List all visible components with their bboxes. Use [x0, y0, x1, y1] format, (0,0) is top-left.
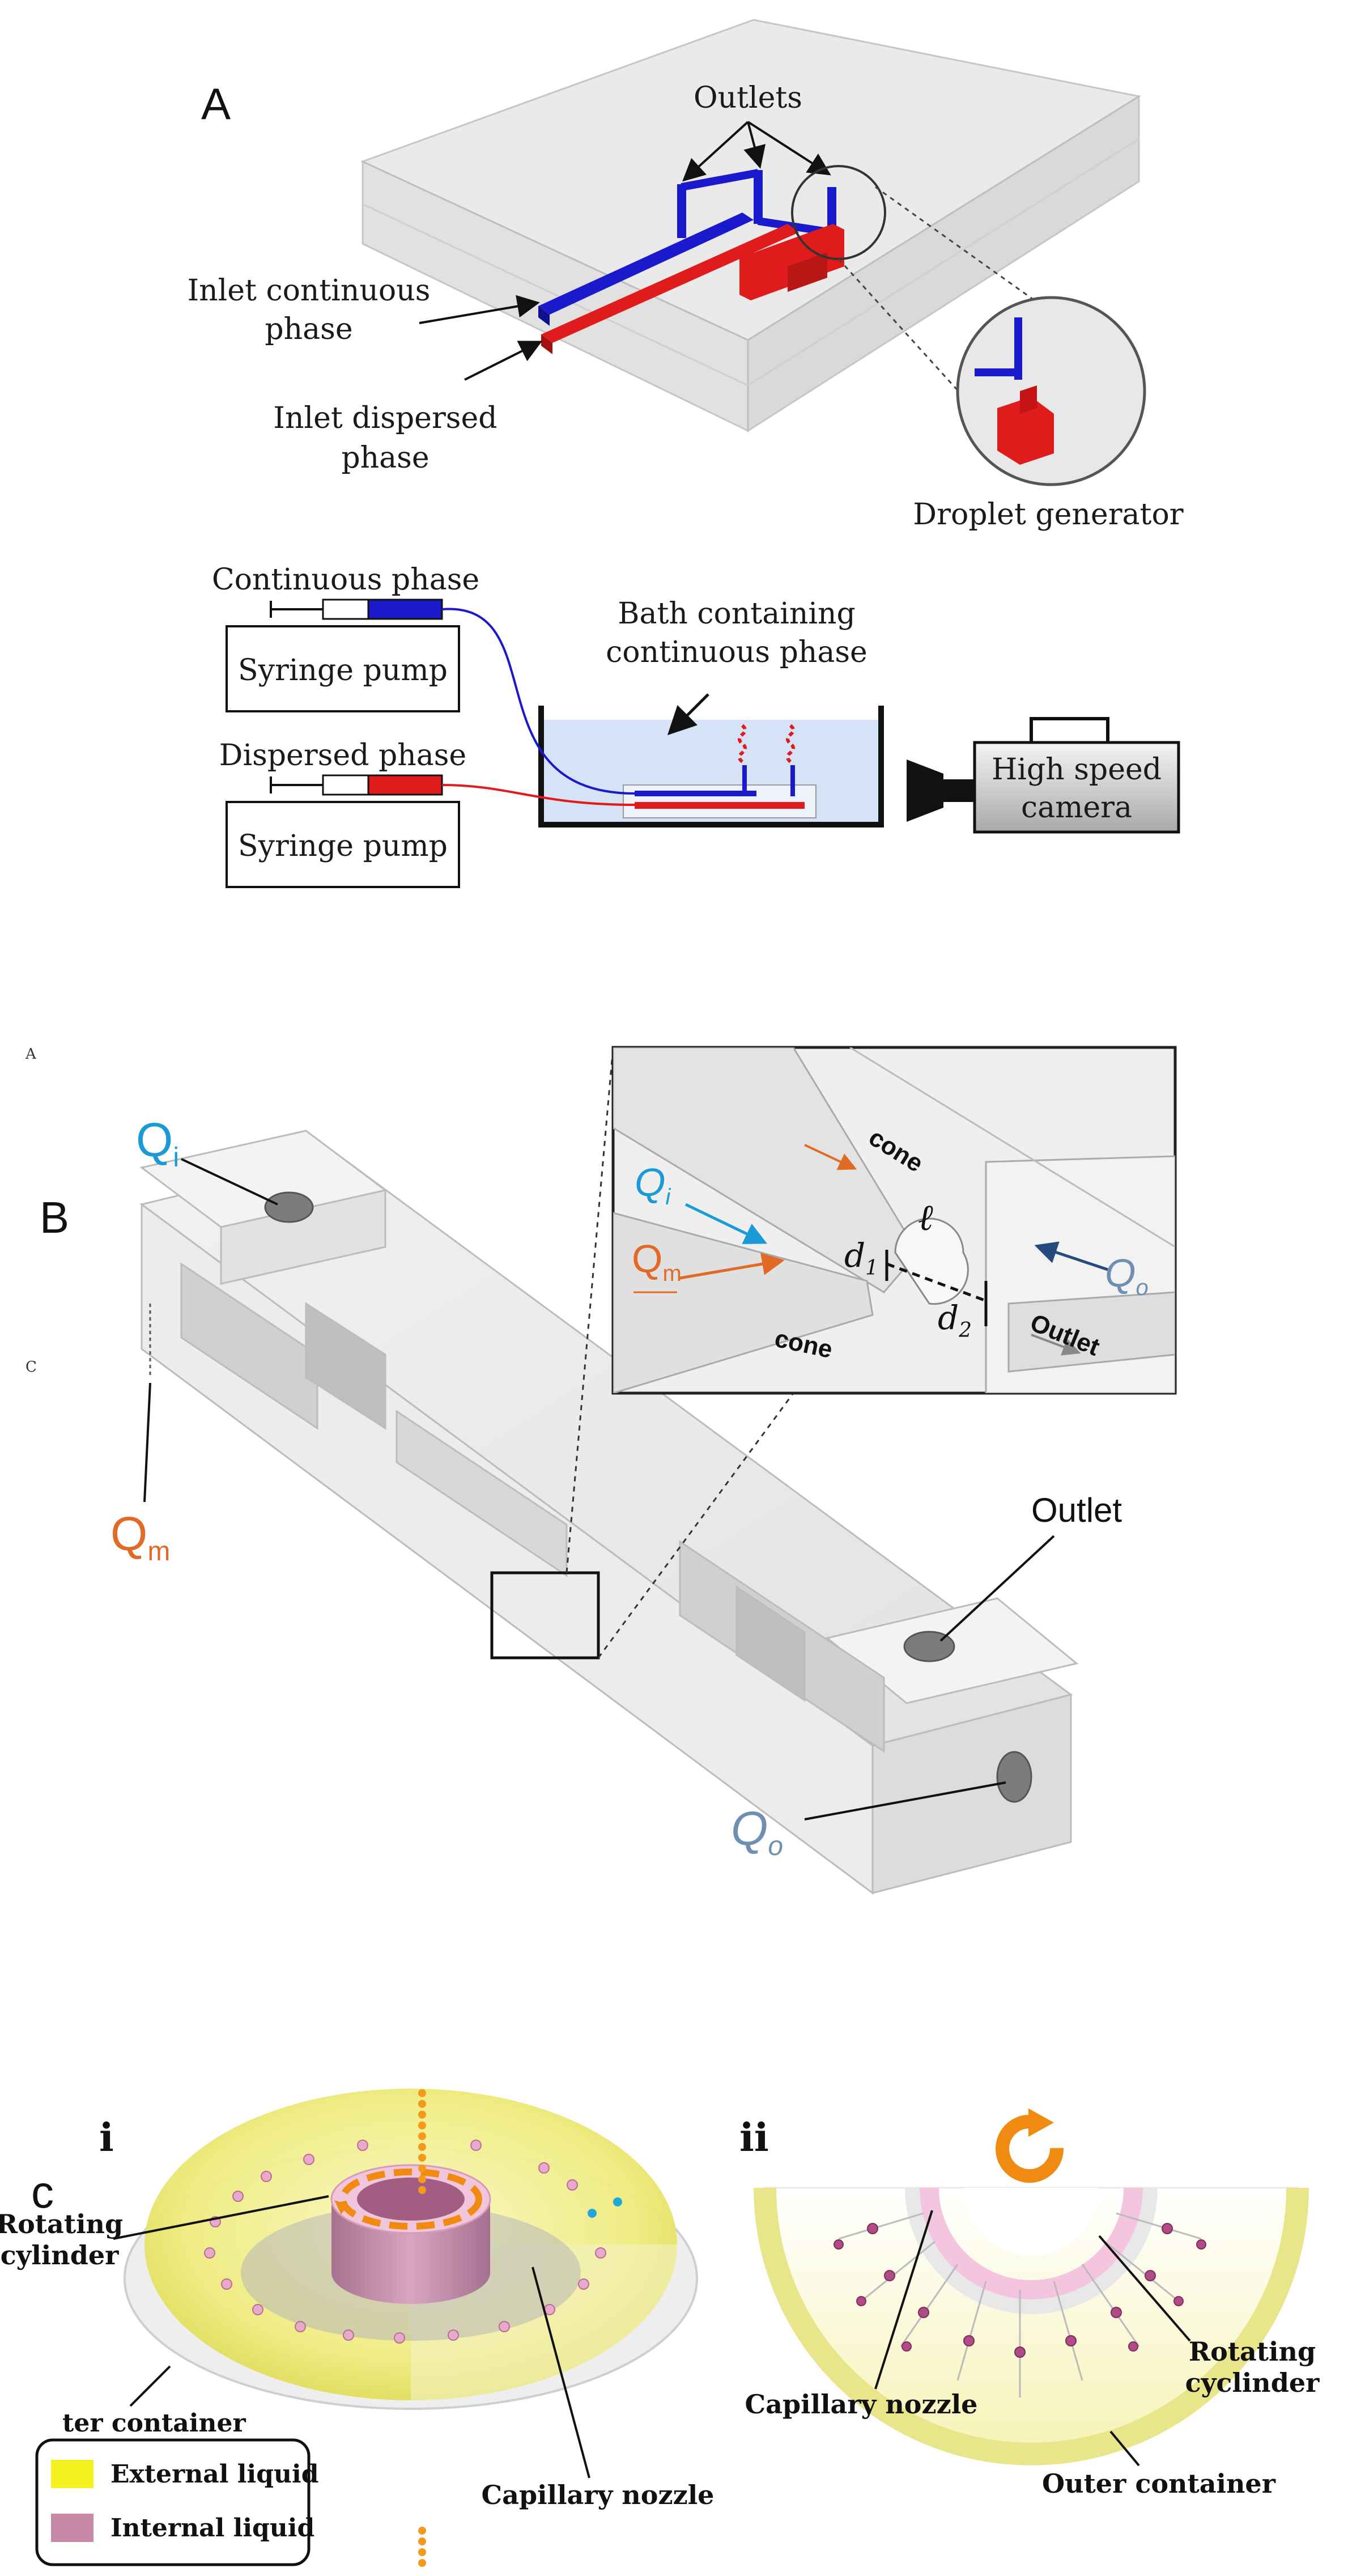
panel-a: A Outlets	[188, 19, 1184, 888]
zoom-dash-bottom	[597, 1393, 794, 1658]
inset-qm: Qm	[632, 1237, 682, 1286]
panel-c: i ii c Rotating	[0, 2089, 1320, 2567]
inlet-continuous-line2: phase	[265, 312, 352, 346]
outer-container-leader	[129, 2365, 171, 2407]
inlet-dispersed-line2: phase	[341, 441, 429, 475]
inset-ell: ℓ	[918, 1197, 933, 1239]
legend-external-label: External liquid	[110, 2460, 318, 2489]
tube-continuous	[441, 608, 635, 795]
zoom-circle-large	[956, 296, 1146, 486]
outer-container-cut-label: ter container	[62, 2409, 246, 2438]
capillary-nozzle-ii-label: Capillary nozzle	[745, 2389, 978, 2420]
rotating-cylinder-line1: Rotating	[0, 2209, 123, 2239]
legend-internal-swatch	[51, 2514, 93, 2542]
panel-b-letter: B	[40, 1192, 69, 1242]
rotating-cyclinder-ii-line2: cyclinder	[1185, 2367, 1320, 2398]
rotating-cylinder-leader	[113, 2195, 329, 2240]
panel-c-letter: c	[31, 2167, 54, 2217]
inset-d2: d2	[938, 1298, 972, 1342]
legend-internal-label: Internal liquid	[110, 2514, 314, 2543]
inlet-continuous-arrow	[419, 295, 540, 324]
syringe-pump-2-box	[226, 801, 460, 888]
nozzle-dots-i	[204, 2140, 606, 2344]
bath-label-line2: continuous phase	[606, 635, 868, 669]
qi-label: Qi	[136, 1113, 179, 1173]
outlet-leader	[939, 1535, 1055, 1642]
inset-qi: Qi	[635, 1160, 671, 1210]
port-qi	[264, 1191, 314, 1223]
syringe-2	[270, 774, 443, 796]
dotted-axis-top	[418, 2089, 426, 2194]
capillary-nozzle-ii-leader	[874, 2210, 933, 2390]
rotation-arrow-icon	[996, 2108, 1064, 2183]
panel-a-letter: A	[201, 79, 231, 129]
inset: cone cone Qi Qm Qo d1 d2 ℓ Outlet	[611, 1046, 1177, 1395]
legend-external-swatch	[51, 2460, 93, 2488]
outlets-label: Outlets	[694, 81, 802, 115]
dotted-axis-bottom	[418, 2527, 426, 2567]
zoom-box	[490, 1571, 600, 1660]
inset-d1: d1	[844, 1236, 878, 1280]
inlet-continuous-line1: Inlet continuous	[188, 274, 431, 308]
camera-label-line1: High speed	[992, 753, 1162, 787]
top-view-half-disc	[754, 2187, 1309, 2465]
syringe-1	[270, 599, 443, 620]
outlets-arrows	[682, 121, 831, 182]
qi-leader	[181, 1158, 278, 1206]
capillary-nozzle-i-leader	[531, 2267, 590, 2479]
red-channel	[541, 224, 844, 354]
port-qo	[996, 1751, 1032, 1803]
zoom-dash-top	[565, 1047, 614, 1573]
qo-label: Qo	[731, 1802, 783, 1861]
syringe-pump-2-label: Syringe pump	[238, 829, 448, 863]
rotating-cylinder-line2: cylinder	[1, 2240, 120, 2271]
droplet-generator-label: Droplet generator	[913, 498, 1183, 532]
syringe-pump-1-label: Syringe pump	[238, 653, 448, 688]
outer-container-ii-label: Outer container	[1042, 2468, 1276, 2499]
qm-label: Qm	[110, 1507, 170, 1567]
zoom-line-top	[875, 186, 1063, 321]
sub-i-label: i	[99, 2115, 114, 2161]
nozzle-lines-ii	[838, 2212, 1202, 2397]
small-label-c: C	[25, 1359, 37, 1376]
inset-qo: Qo	[1105, 1251, 1149, 1300]
outer-container-ii-leader	[1109, 2430, 1140, 2467]
qm-leader	[143, 1382, 151, 1503]
rotating-cyclinder-ii-line1: Rotating	[1189, 2336, 1316, 2367]
bath-label-line1: Bath containing	[618, 597, 855, 631]
panel-b: A C B Qi Qm Outlet	[25, 1046, 1177, 1895]
syringe-pump-1-box	[226, 625, 460, 712]
dispersed-phase-label: Dispersed phase	[219, 739, 466, 773]
small-label-a: A	[25, 1046, 37, 1063]
tube-dispersed	[441, 784, 635, 806]
outlet-label: Outlet	[1031, 1491, 1122, 1529]
high-speed-camera	[907, 717, 1180, 834]
chip-block	[360, 19, 1142, 432]
nozzle-dots-ii	[834, 2223, 1206, 2358]
qo-leader	[804, 1781, 1006, 1820]
inlet-dispersed-line1: Inlet dispersed	[273, 401, 497, 435]
device-body	[139, 1130, 1079, 1895]
capillary-nozzle-i-label: Capillary nozzle	[482, 2480, 715, 2510]
bath	[538, 706, 884, 827]
continuous-phase-label: Continuous phase	[212, 563, 479, 597]
legend: External liquid Internal liquid	[35, 2438, 318, 2566]
rotating-cyclinder-ii-leader	[1098, 2235, 1191, 2342]
camera-label-line2: camera	[1021, 791, 1132, 825]
inlet-dispersed-arrow	[464, 341, 543, 381]
bath-arrow	[667, 693, 709, 736]
sub-ii-label: ii	[739, 2115, 769, 2161]
